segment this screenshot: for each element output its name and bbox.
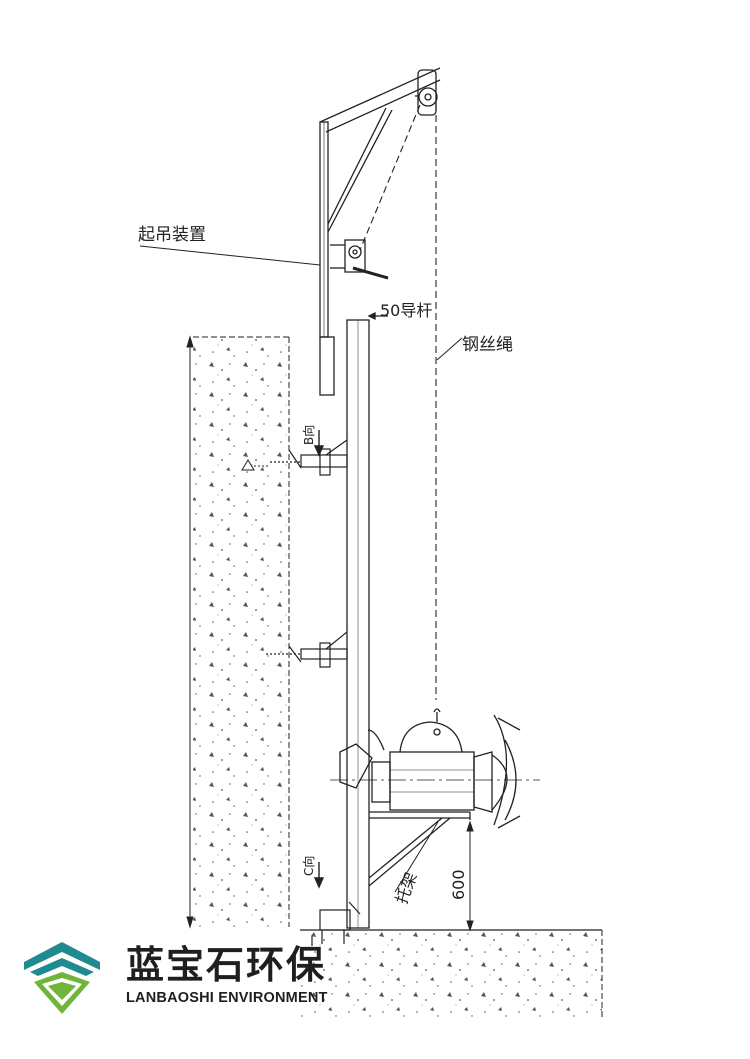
lifting-device-label: 起吊装置 bbox=[138, 225, 206, 245]
arrow-b-direction bbox=[313, 430, 325, 457]
guide-rod bbox=[346, 311, 388, 929]
lifting-device bbox=[319, 67, 441, 396]
brand-logo-icon bbox=[20, 932, 104, 1020]
middle-wall-bracket bbox=[266, 631, 348, 668]
arrow-c-direction bbox=[313, 862, 325, 889]
concrete-floor bbox=[300, 929, 603, 1018]
guide-rod-label: 50导杆 bbox=[380, 301, 432, 320]
wire-rope-label: 钢丝绳 bbox=[462, 335, 513, 355]
wall-height-dimension bbox=[186, 335, 194, 929]
brand-name-en: LANBAOSHI ENVIRONMENT bbox=[126, 990, 328, 1006]
dimension-600-label: 600 bbox=[449, 869, 468, 900]
upper-wall-bracket bbox=[270, 439, 348, 476]
leader-lines bbox=[139, 245, 463, 893]
bottom-base-bracket bbox=[311, 901, 361, 946]
brand-name-cn: 蓝宝石环保 bbox=[126, 943, 327, 987]
wire-rope bbox=[359, 104, 437, 700]
brand-block: 蓝宝石环保 LANBAOSHI ENVIRONMENT bbox=[18, 930, 358, 1020]
submersible-mixer bbox=[330, 708, 540, 829]
direction-c-label: C向 bbox=[301, 856, 316, 876]
mixer-bracket bbox=[368, 811, 471, 887]
bracket-label: 托架 bbox=[392, 870, 421, 907]
concrete-wall bbox=[193, 336, 290, 927]
anchor-symbol bbox=[241, 459, 270, 471]
dimension-600 bbox=[466, 820, 474, 932]
direction-b-label: B向 bbox=[301, 425, 316, 445]
